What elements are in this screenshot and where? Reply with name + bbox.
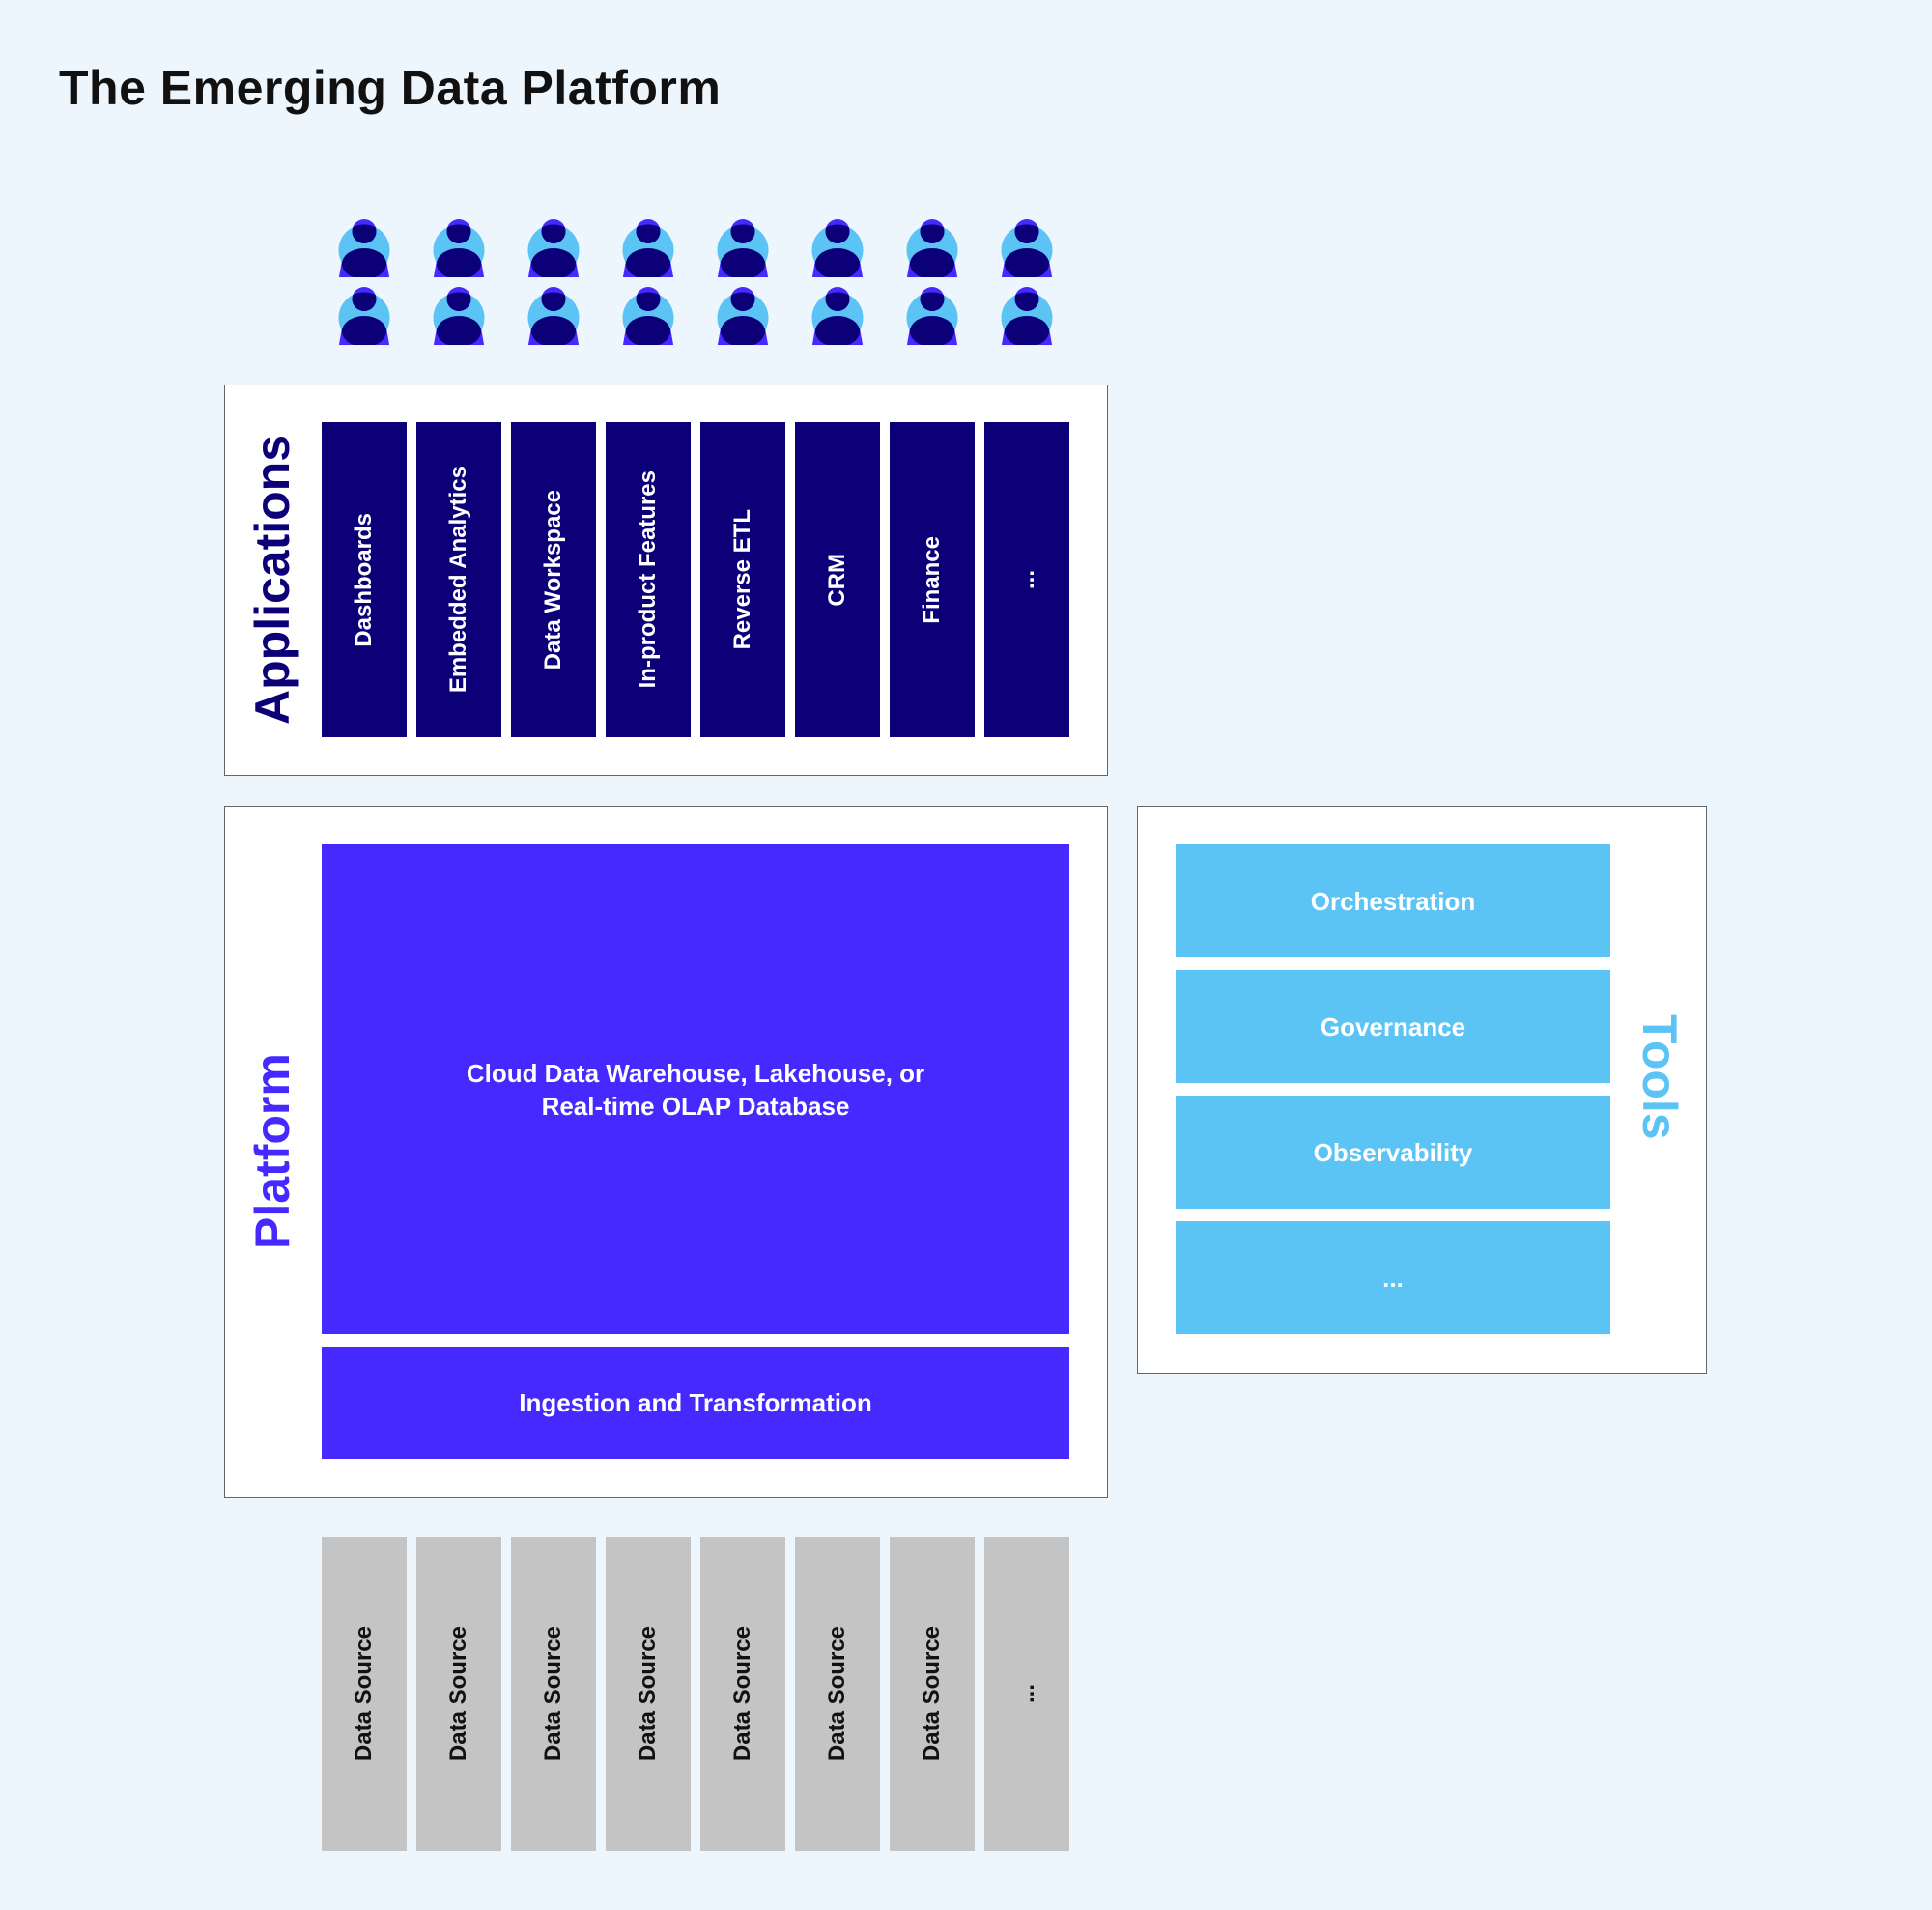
tool-block: Orchestration (1176, 844, 1610, 957)
data-source-block: Data Source (606, 1537, 691, 1851)
user-icon (717, 287, 769, 355)
application-block-label: Dashboards (351, 512, 377, 647)
data-source-block-label: Data Source (729, 1626, 755, 1762)
data-source-block-label: Data Source (824, 1626, 850, 1762)
data-source-block: Data Source (416, 1537, 501, 1851)
data-source-block-label: ... (1013, 1684, 1039, 1704)
user-icon (1001, 287, 1053, 355)
tools-label: Tools (1633, 1014, 1687, 1140)
user-icon (433, 287, 485, 355)
application-block-label: Embedded Analytics (445, 466, 471, 694)
application-block: CRM (795, 422, 880, 737)
application-block: Finance (890, 422, 975, 737)
application-block: Reverse ETL (700, 422, 785, 737)
data-source-block: Data Source (700, 1537, 785, 1851)
application-block-label: In-product Features (635, 470, 661, 689)
warehouse-line-1: Cloud Data Warehouse, Lakehouse, or (466, 1058, 925, 1088)
data-source-block: Data Source (511, 1537, 596, 1851)
data-source-block-label: Data Source (635, 1626, 661, 1762)
page-title: The Emerging Data Platform (59, 61, 722, 115)
data-source-block: Data Source (795, 1537, 880, 1851)
ingestion-block: Ingestion and Transformation (322, 1347, 1069, 1459)
application-block: Dashboards (322, 422, 407, 737)
data-source-block: ... (984, 1537, 1069, 1851)
data-source-block-label: Data Source (540, 1626, 566, 1762)
data-source-block: Data Source (322, 1537, 407, 1851)
user-icon (811, 219, 864, 287)
application-block: Embedded Analytics (416, 422, 501, 737)
user-icon (622, 287, 674, 355)
data-source-block-label: Data Source (445, 1626, 471, 1762)
user-icon (811, 287, 864, 355)
user-icon (622, 219, 674, 287)
data-source-block-label: Data Source (919, 1626, 945, 1762)
application-block: In-product Features (606, 422, 691, 737)
user-icon (433, 219, 485, 287)
warehouse-line-2: Real-time OLAP Database (541, 1091, 850, 1121)
data-source-block: Data Source (890, 1537, 975, 1851)
tool-block: Observability (1176, 1096, 1610, 1209)
applications-label: Applications (245, 434, 299, 726)
tool-block: Governance (1176, 970, 1610, 1083)
application-block: Data Workspace (511, 422, 596, 737)
tool-block: ... (1176, 1221, 1610, 1334)
user-icon (717, 219, 769, 287)
application-block-label: ... (1013, 569, 1039, 589)
application-block-label: CRM (824, 553, 850, 607)
application-block-label: Data Workspace (540, 489, 566, 670)
application-block-label: Reverse ETL (729, 509, 755, 650)
application-block: ... (984, 422, 1069, 737)
user-icon (906, 287, 958, 355)
warehouse-block: Cloud Data Warehouse, Lakehouse, or Real… (322, 844, 1069, 1334)
application-block-label: Finance (919, 535, 945, 624)
platform-label: Platform (245, 1053, 299, 1250)
user-icon (527, 287, 580, 355)
user-icon (338, 287, 390, 355)
user-icon (338, 219, 390, 287)
user-icon (906, 219, 958, 287)
user-icon (1001, 219, 1053, 287)
user-icon (527, 219, 580, 287)
data-source-block-label: Data Source (351, 1626, 377, 1762)
